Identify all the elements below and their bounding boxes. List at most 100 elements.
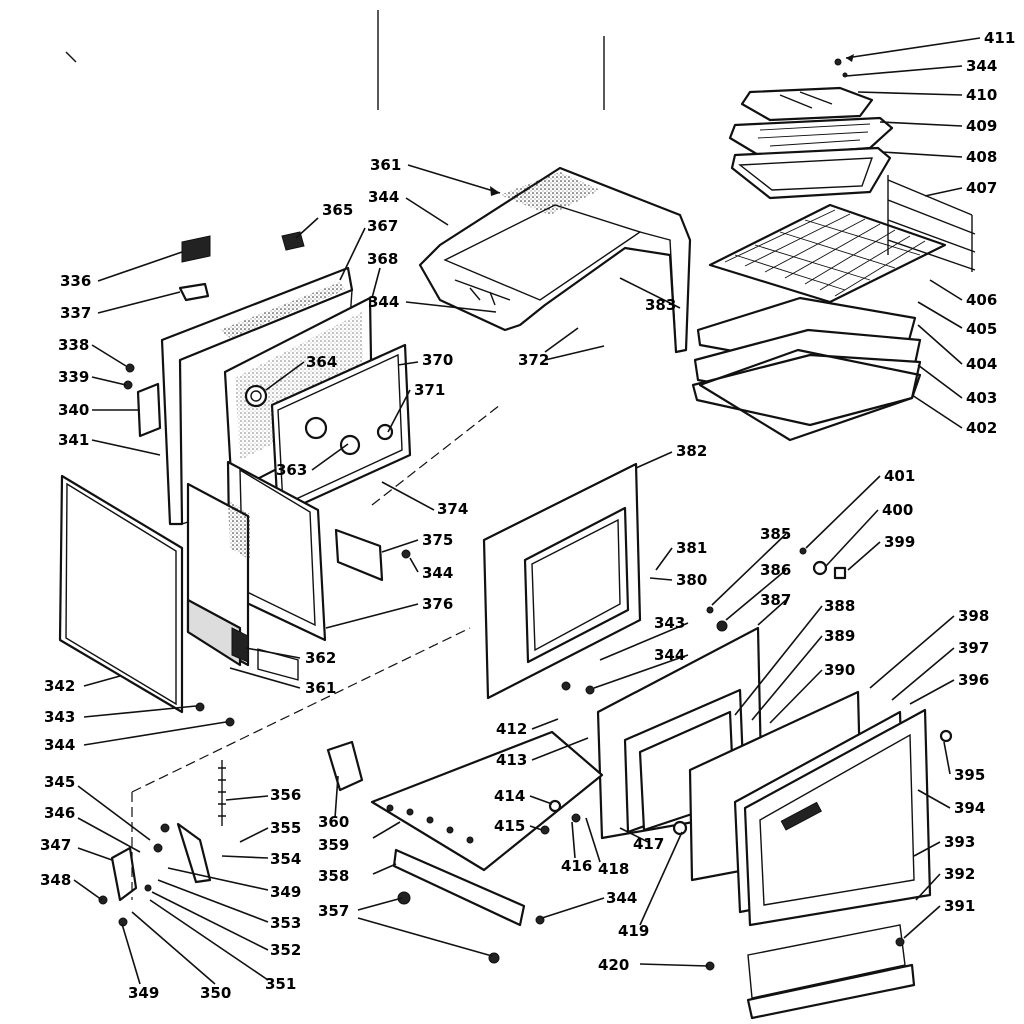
callout-label: 360 [318,813,350,831]
callout-label: 343 [654,614,686,632]
broiler-pan-parts [728,58,894,200]
callout-label: 383 [645,296,677,314]
callout-label: 352 [270,941,302,959]
callout-label: 341 [58,431,90,449]
callout-label: 344 [422,564,454,582]
drawer-base [326,730,604,927]
callout-label: 371 [414,381,446,399]
callout-label: 402 [966,419,998,437]
callout-label: 363 [276,461,308,479]
callout-label: 400 [882,501,914,519]
callout-label: 354 [270,850,302,868]
callout-label: 412 [496,720,528,738]
callout-label: 415 [494,817,526,835]
callout-label: 406 [966,291,998,309]
callout-label: 340 [58,401,90,419]
callout-label: 409 [966,117,998,135]
callout-label: 356 [270,786,302,804]
drawer-front [186,482,250,667]
assembly-lines [131,404,501,900]
callout-label: 345 [44,773,76,791]
callout-label: 414 [494,787,526,805]
callout-label: 388 [824,597,856,615]
callout-label: 420 [598,956,630,974]
callout-label: 395 [954,766,986,784]
callout-label: 344 [44,736,76,754]
callout-label: 343 [44,708,76,726]
callout-label: 344 [966,57,998,75]
callout-label: 362 [305,649,337,667]
callout-label: 361 [305,679,337,697]
rack-supports [887,175,976,272]
callout-label: 394 [954,799,986,817]
callout-label: 375 [422,531,454,549]
cover-plate [334,528,384,582]
callout-label: 344 [654,646,686,664]
callout-label: 339 [58,368,90,386]
callout-label: 399 [884,533,916,551]
callout-label: 391 [944,897,976,915]
callout-label: 376 [422,595,454,613]
callout-label: 353 [270,914,302,932]
leader-lines [73,37,981,985]
callout-label: 381 [676,539,708,557]
oven-door-frame [482,462,642,700]
callout-label: 387 [760,591,792,609]
callout-label: 417 [633,835,665,853]
callout-label: 349 [270,883,302,901]
callout-label: 344 [606,889,638,907]
callout-label: 344 [368,188,400,206]
callout-label: 344 [368,293,400,311]
callout-label: 410 [966,86,998,104]
callout-label: 361 [370,156,402,174]
callout-label: 407 [966,179,998,197]
callout-label: 393 [944,833,976,851]
callout-label: 372 [518,351,550,369]
callout-label: 350 [200,984,232,1002]
panel-370 [270,343,412,517]
callout-label: 336 [60,272,92,290]
callout-label: 396 [958,671,990,689]
callout-label: 359 [318,836,350,854]
callout-label: 386 [760,561,792,579]
callout-label: 338 [58,336,90,354]
callout-label: 370 [422,351,454,369]
callout-label: 357 [318,902,350,920]
callout-label: 385 [760,525,792,543]
callout-label: 346 [44,804,76,822]
callout-label: 367 [367,217,399,235]
callout-label: 405 [966,320,998,338]
hardware-bottom-left [98,760,226,927]
callout-label: 416 [561,857,593,875]
callout-label: 380 [676,571,708,589]
callout-label: 358 [318,867,350,885]
callout-label: 413 [496,751,528,769]
callout-label: 390 [824,661,856,679]
callout-label: 397 [958,639,990,657]
oven-door-assembly [596,626,932,1020]
callout-label: 408 [966,148,998,166]
callout-label: 368 [367,250,399,268]
callout-label: 392 [944,865,976,883]
callout-label: 347 [40,836,72,854]
side-panel [58,474,184,714]
callout-label: 365 [322,201,354,219]
callout-label: 389 [824,627,856,645]
callout-label: 398 [958,607,990,625]
callout-label: 419 [618,922,650,940]
oven-rack [708,203,947,304]
callout-label: 342 [44,677,76,695]
callout-label: 337 [60,304,92,322]
callout-label: 374 [437,500,469,518]
callout-label: 401 [884,467,916,485]
callout-label: 355 [270,819,302,837]
callout-label: 348 [40,871,72,889]
callout-label: 404 [966,355,998,373]
callout-label: 349 [128,984,160,1002]
oven-bottom-stack [691,296,922,442]
callout-label: 364 [306,353,338,371]
callout-label: 351 [265,975,297,993]
cabinet-top [418,166,692,354]
